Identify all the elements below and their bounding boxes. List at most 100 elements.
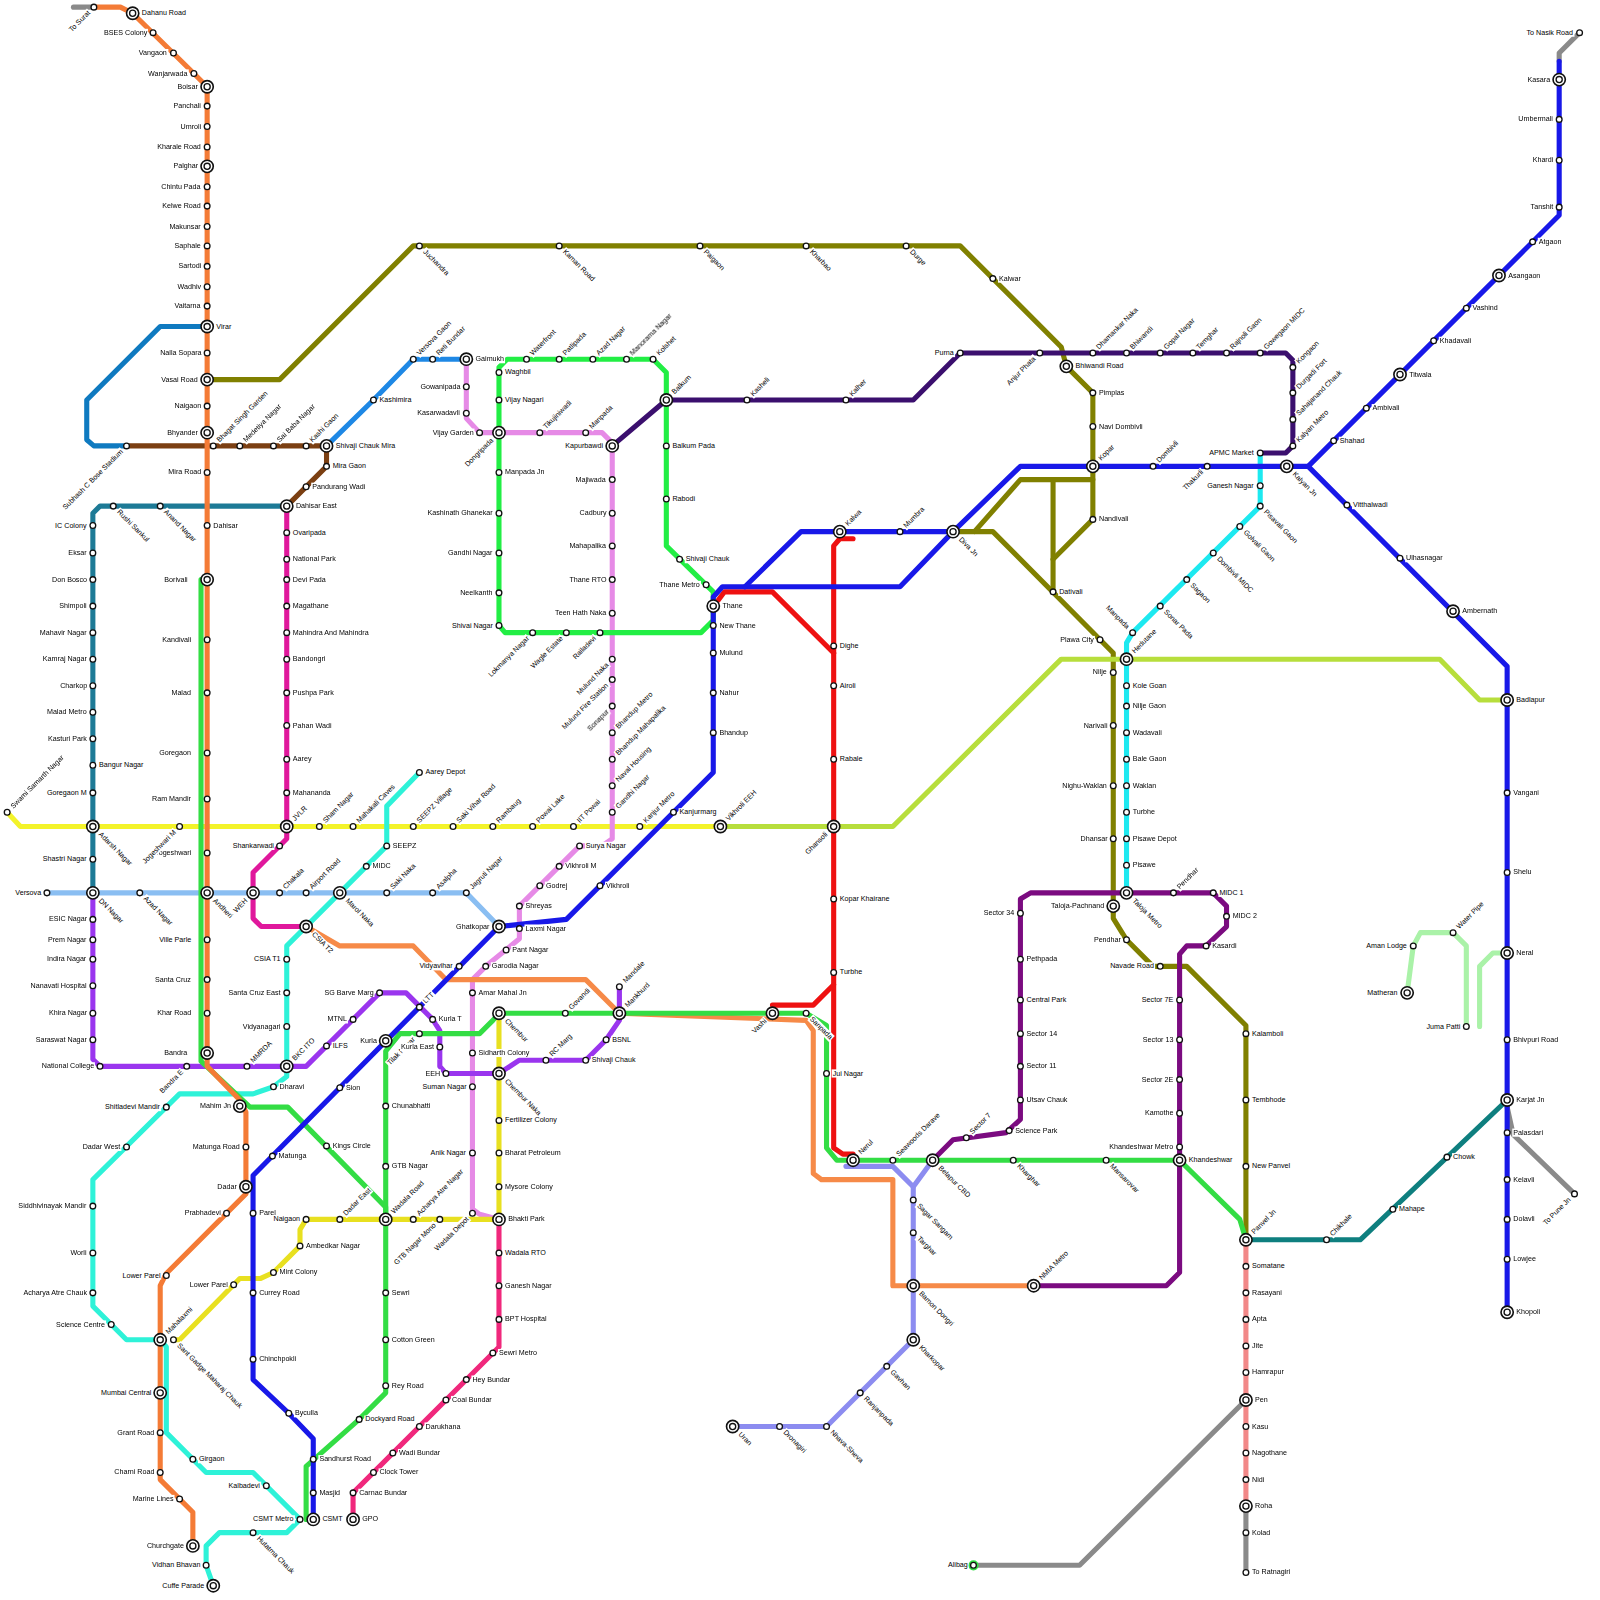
station-label: Kharkopar [916, 1343, 947, 1374]
station-label: Navi Dombivli [1098, 422, 1144, 430]
station-label: Balkum [669, 373, 693, 397]
station-dot [1124, 809, 1130, 815]
station-label: Sector 13 [1142, 1036, 1175, 1044]
station-dot [371, 397, 377, 403]
station-dot [250, 1210, 256, 1216]
station-label: Gavhan [888, 1367, 913, 1392]
station-dot [1556, 117, 1562, 123]
station-label: Navade Road [1109, 962, 1155, 970]
station-dot [609, 756, 615, 762]
station-dot [204, 184, 210, 190]
station-dot [1018, 1063, 1024, 1069]
station-dot [1120, 887, 1132, 899]
station-dot [277, 890, 283, 896]
station-dot [847, 1154, 859, 1166]
station-dot [617, 984, 623, 990]
station-label: Kamothe [1144, 1109, 1175, 1117]
station-dot [496, 470, 502, 476]
station-dot [380, 1213, 392, 1225]
station-label: Waghbil [504, 368, 532, 376]
station-dot [1037, 350, 1043, 356]
station-dot [950, 529, 956, 535]
station-dot [204, 977, 210, 983]
station-label: Vikhroli EEH [723, 788, 758, 823]
station-label: Currey Road [258, 1289, 301, 1297]
station-label: Ganesh Nagar [504, 1282, 553, 1290]
station-dot [493, 427, 505, 439]
metro-line [1246, 1100, 1507, 1240]
station-dot [517, 903, 523, 909]
station-label: Lower Parel [189, 1281, 229, 1289]
station-label: Marine Lines [132, 1495, 175, 1503]
station-label: Sion [345, 1084, 361, 1092]
station-label: Anand Nagar [161, 507, 198, 544]
station-label: Taloja Metro [1130, 896, 1165, 931]
station-label: Dahisar East [295, 502, 338, 510]
station-dot [204, 224, 210, 230]
station-label: Subhash C Bose Stadium [61, 447, 126, 512]
station-dot [157, 1470, 163, 1476]
station-label: Naigaon [272, 1215, 301, 1223]
station-dot [201, 81, 213, 93]
station-dot [324, 1043, 330, 1049]
station-label: Dadar West [82, 1143, 122, 1151]
station-dot [1493, 269, 1505, 281]
station-dot [1110, 670, 1116, 676]
station-label: Dadar East [341, 1186, 373, 1218]
station-label: IIT Powai [574, 798, 602, 826]
station-dot [663, 496, 669, 502]
station-dot [410, 824, 416, 830]
station-dot [1243, 1424, 1249, 1430]
station-dot [710, 690, 716, 696]
station-dot [703, 582, 709, 588]
station-label: Virar [215, 322, 232, 330]
station-label: Gandhi Nagar [447, 549, 494, 557]
station-dot [616, 1010, 622, 1016]
station-label: Wadhiv [177, 283, 203, 291]
station-dot [204, 243, 210, 249]
station-label: Vijay Nagari [504, 396, 544, 404]
station-dot [1157, 350, 1163, 356]
station-label: GTB Nagar Mono [392, 1220, 439, 1267]
station-label: National College [41, 1062, 95, 1070]
station-label: Prem Nagar [47, 936, 88, 944]
station-dot [171, 1337, 177, 1343]
station-dot [947, 526, 959, 538]
station-dot [1018, 1097, 1024, 1103]
station-dot [1224, 913, 1230, 919]
station-dot [1501, 694, 1513, 706]
station-dot [204, 937, 210, 943]
metro-line [1243, 1506, 1248, 1572]
station-dot [463, 1377, 469, 1383]
station-label: Thane [721, 602, 743, 610]
station-label: SEEPZ [392, 842, 417, 850]
station-label: Rajnoli Gaon [1227, 316, 1263, 352]
station-label: BSNL [611, 1036, 632, 1044]
station-dot [417, 1004, 423, 1010]
station-label: Grant Road [116, 1429, 155, 1437]
station-label: Sandhurst Road [318, 1455, 372, 1463]
station-label: Mira Gaon [332, 462, 367, 470]
station-dot [1501, 1094, 1513, 1106]
station-label: Vikhroli M [564, 862, 597, 870]
station-label: Gopal Nagar [1161, 316, 1197, 352]
station-dot [1031, 1283, 1037, 1289]
station-dot [910, 1283, 916, 1289]
station-dot [430, 890, 436, 896]
station-label: Sahajanand Chauk [1294, 368, 1344, 418]
station-dot [90, 603, 96, 609]
station-label: Panvel Jn [1249, 1207, 1278, 1236]
station-label: Shastri Nagar [42, 855, 88, 863]
station-label: Mahananda [292, 789, 332, 797]
station-label: Darukhana [424, 1422, 461, 1430]
station-dot [337, 890, 343, 896]
station-dot [210, 443, 216, 449]
station-label: Eksar [67, 549, 87, 557]
station-label: Govandi [566, 986, 592, 1012]
station-label: Karjat Jn [1515, 1096, 1545, 1104]
station-dot [463, 890, 469, 896]
station-dot [1504, 1037, 1510, 1043]
station-label: Waklan [1132, 782, 1158, 790]
